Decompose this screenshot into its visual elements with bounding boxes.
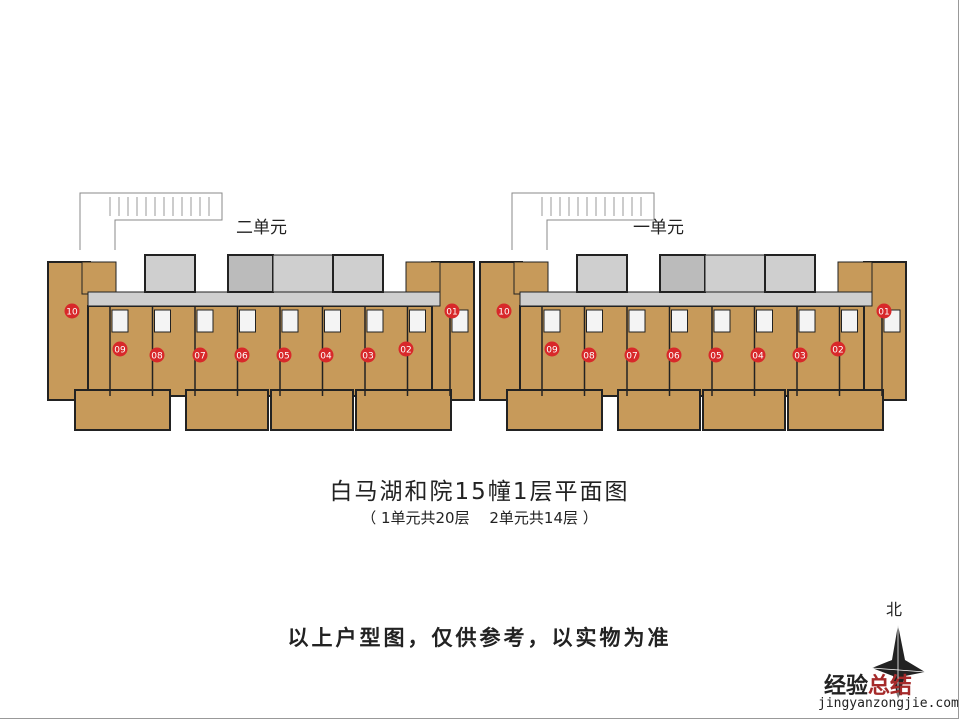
plan-subtitle: （ 1单元共20层 2单元共14层 ） bbox=[361, 509, 598, 527]
apartment-badge bbox=[398, 341, 414, 357]
apartment-badge bbox=[876, 303, 892, 319]
bathroom bbox=[324, 309, 341, 333]
apartment-number: 08 bbox=[583, 352, 595, 362]
apartment-number: 04 bbox=[320, 352, 332, 362]
corridor bbox=[519, 291, 873, 307]
bathroom bbox=[841, 309, 858, 333]
bathroom bbox=[713, 309, 731, 333]
watermark-part1: 经验 bbox=[824, 674, 869, 699]
stair-core bbox=[332, 254, 384, 293]
apartment-badge bbox=[64, 303, 80, 319]
apartment-badge bbox=[544, 341, 560, 357]
bedroom-bay bbox=[617, 389, 701, 431]
bathroom bbox=[543, 309, 561, 333]
apartment-badge bbox=[624, 347, 640, 363]
apartment-number: 08 bbox=[151, 352, 163, 362]
bathroom bbox=[756, 309, 773, 333]
apartment-room bbox=[405, 261, 441, 295]
bathroom bbox=[586, 309, 603, 333]
apartment-badge bbox=[318, 347, 334, 363]
stair-core bbox=[764, 254, 816, 293]
ramp-outline bbox=[79, 192, 223, 250]
watermark-logo: 经验总结 bbox=[824, 668, 912, 700]
disclaimer-text: 以上户型图，仅供参考，以实物为准 bbox=[287, 626, 672, 650]
stair-core bbox=[144, 254, 196, 293]
apartment-number: 07 bbox=[194, 352, 205, 362]
apartment-room bbox=[81, 261, 117, 295]
bathroom bbox=[154, 309, 171, 333]
apartment-number: 03 bbox=[362, 352, 373, 362]
apartment-number: 01 bbox=[446, 308, 457, 318]
bathroom bbox=[409, 309, 426, 333]
lobby bbox=[704, 254, 766, 293]
unit-1-label: 一单元 bbox=[633, 218, 684, 238]
compass-lines bbox=[871, 625, 926, 700]
apartment-number: 02 bbox=[832, 346, 843, 356]
north-label: 北 bbox=[886, 600, 903, 619]
lobby bbox=[272, 254, 334, 293]
bedroom-bay bbox=[355, 389, 452, 431]
apartment-badge bbox=[234, 347, 250, 363]
bedroom-bay bbox=[506, 389, 603, 431]
bedroom-bay bbox=[270, 389, 354, 431]
apartment-number: 07 bbox=[626, 352, 637, 362]
bathroom bbox=[239, 309, 256, 333]
apartment-number: 05 bbox=[278, 352, 289, 362]
elevator-core bbox=[659, 254, 706, 293]
bathroom bbox=[366, 309, 384, 333]
apartment-badge bbox=[112, 341, 128, 357]
apartment-badge bbox=[792, 347, 808, 363]
apartment-room bbox=[513, 261, 549, 295]
elevator-core bbox=[227, 254, 274, 293]
apartment-number: 06 bbox=[668, 352, 680, 362]
apartment-badge bbox=[830, 341, 846, 357]
apartment-badge bbox=[276, 347, 292, 363]
apartment-number: 02 bbox=[400, 346, 411, 356]
compass-star bbox=[872, 625, 925, 700]
watermark-part2: 总结 bbox=[868, 674, 913, 699]
apartment-number: 04 bbox=[752, 352, 764, 362]
apartment-badge bbox=[708, 347, 724, 363]
stair-core bbox=[576, 254, 628, 293]
apartment-number: 06 bbox=[236, 352, 248, 362]
north-compass-icon bbox=[871, 625, 926, 700]
bedroom-bay bbox=[702, 389, 786, 431]
unit-block: 10 09 08 07 06 05 04 03 02 01 bbox=[47, 192, 475, 431]
apartment-badge bbox=[360, 347, 376, 363]
apartment-number: 01 bbox=[878, 308, 889, 318]
ramp-outline bbox=[511, 192, 655, 250]
bathroom bbox=[628, 309, 646, 333]
apartment-number: 05 bbox=[710, 352, 721, 362]
apartment-badge bbox=[192, 347, 208, 363]
unit-2-label: 二单元 bbox=[236, 218, 287, 238]
apartment-badge bbox=[750, 347, 766, 363]
bathroom bbox=[671, 309, 688, 333]
bedroom-bay bbox=[74, 389, 171, 431]
apartment-room bbox=[837, 261, 873, 295]
unit-block: 10 09 08 07 06 05 04 03 02 01 bbox=[479, 192, 907, 431]
bedroom-bay bbox=[787, 389, 884, 431]
apartment-badge bbox=[666, 347, 682, 363]
apartment-number: 10 bbox=[498, 308, 510, 318]
apartment-number: 09 bbox=[546, 346, 558, 356]
apartment-number: 03 bbox=[794, 352, 805, 362]
apartment-number: 10 bbox=[66, 308, 78, 318]
bathroom bbox=[196, 309, 214, 333]
corridor bbox=[87, 291, 441, 307]
bathroom bbox=[281, 309, 299, 333]
apartment-badge bbox=[496, 303, 512, 319]
apartment-number: 09 bbox=[114, 346, 126, 356]
apartment-badge bbox=[149, 347, 165, 363]
apartment-badge bbox=[581, 347, 597, 363]
apartment-badge bbox=[444, 303, 460, 319]
watermark-url: jingyanzongjie.com bbox=[818, 696, 959, 711]
plan-title: 白马湖和院15幢1层平面图 bbox=[329, 479, 630, 505]
bathroom bbox=[111, 309, 129, 333]
bedroom-bay bbox=[185, 389, 269, 431]
bathroom bbox=[798, 309, 816, 333]
